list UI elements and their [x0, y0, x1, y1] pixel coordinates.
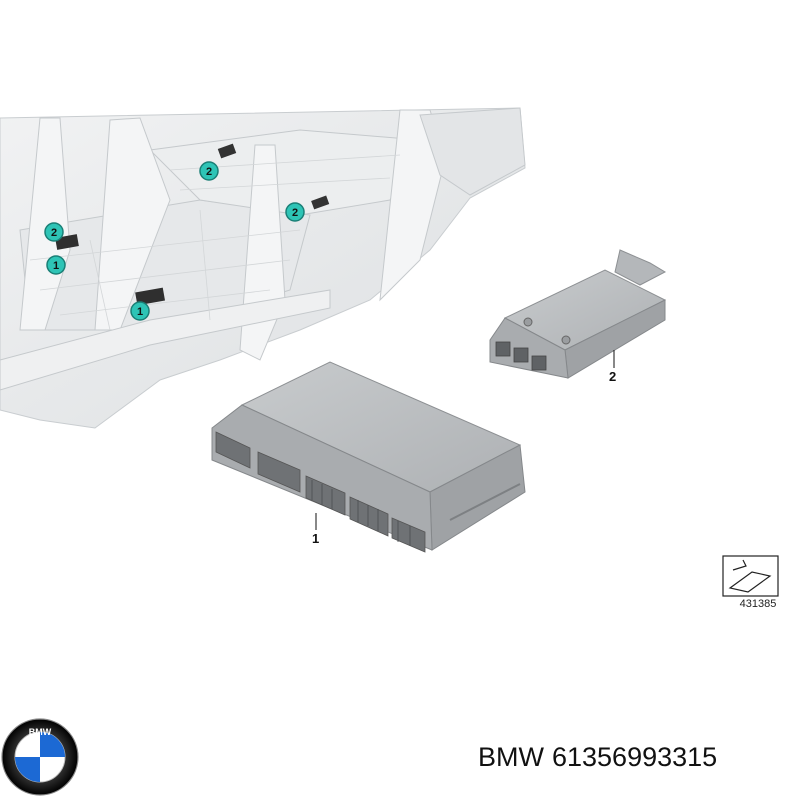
callout-2-b: 2 [285, 202, 305, 222]
caption-brand: BMW [478, 742, 544, 772]
svg-text:2: 2 [292, 207, 298, 219]
part-1-label: 1 [312, 531, 319, 546]
caption-part-number: 61356993315 [551, 742, 718, 772]
callout-1-a: 1 [46, 255, 66, 275]
part-2-label: 2 [609, 369, 616, 384]
svg-text:1: 1 [137, 306, 143, 318]
vehicle-body-shell [0, 107, 526, 429]
bmw-logo-text: BMW [29, 727, 52, 737]
control-module-part-1: 1 [211, 361, 526, 553]
svg-text:1: 1 [53, 260, 59, 272]
bmw-logo: BMW [1, 718, 79, 796]
reference-number: 431385 [739, 598, 777, 610]
control-module-part-2: 2 [489, 249, 667, 384]
reference-icon-box [722, 555, 779, 597]
svg-text:2: 2 [206, 166, 212, 178]
svg-text:2: 2 [51, 227, 57, 239]
callout-1-b: 1 [130, 301, 150, 321]
callout-2-c: 2 [44, 222, 64, 242]
callout-2-a: 2 [199, 161, 219, 181]
